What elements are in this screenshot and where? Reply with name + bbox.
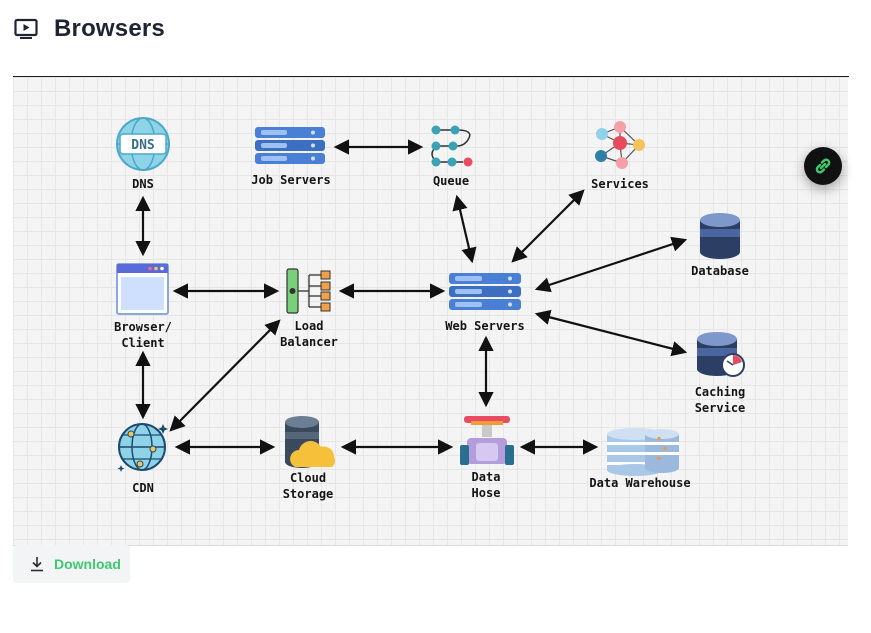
dns-badge: DNS	[131, 138, 155, 153]
dns-globe-icon: DNS	[116, 117, 170, 171]
node-label-data-warehouse: Data Warehouse	[589, 476, 691, 490]
data-warehouse-icon	[607, 428, 679, 476]
database-cylinder-icon	[700, 213, 740, 259]
node-label-cdn: CDN	[132, 481, 154, 495]
page-title: Browsers	[54, 15, 165, 42]
connectors	[135, 139, 688, 455]
node-label-services: Services	[591, 177, 649, 191]
node-label-dns: DNS	[132, 177, 154, 191]
node-label-browser-client: Browser/ Client	[114, 320, 172, 350]
node-label-cloud-storage: Cloud Storage	[282, 471, 334, 501]
edge-cdn-loadbalancer	[169, 319, 281, 432]
job-servers-server-icon	[255, 127, 325, 164]
node-label-database: Database	[691, 264, 749, 278]
title-divider	[13, 76, 849, 77]
edge-queue-webservers	[452, 194, 477, 264]
page-header: Browsers	[14, 12, 165, 46]
link-icon	[815, 158, 831, 174]
services-network-icon	[595, 121, 645, 169]
node-label-load-balancer: Load Balancer	[280, 319, 338, 349]
web-servers-server-icon	[449, 273, 521, 310]
download-button[interactable]: Download	[13, 545, 130, 583]
download-icon	[31, 557, 43, 572]
queue-flow-icon	[431, 125, 473, 167]
node-label-job-servers: Job Servers	[251, 173, 331, 187]
node-label-caching-service: Caching Service	[694, 385, 746, 415]
cloud-storage-icon	[285, 416, 335, 468]
node-label-data-hose: Data Hose	[471, 470, 501, 500]
diagram-svg: DNS	[116, 117, 745, 476]
edge-webservers-caching	[534, 309, 688, 357]
node-label-queue: Queue	[432, 174, 470, 188]
caching-service-icon	[697, 332, 745, 377]
cdn-globe-icon	[117, 423, 168, 472]
tv-play-icon	[14, 18, 38, 39]
browser-window-icon	[116, 263, 169, 315]
architecture-diagram: DNS	[13, 77, 848, 546]
edge-webservers-database	[534, 236, 688, 293]
load-balancer-icon	[286, 268, 331, 314]
data-hose-valve-icon	[460, 416, 514, 465]
edge-webservers-services	[511, 189, 585, 263]
node-label-web-servers: Web Servers	[445, 319, 525, 333]
download-label: Download	[54, 556, 121, 572]
link-button[interactable]	[804, 147, 842, 185]
